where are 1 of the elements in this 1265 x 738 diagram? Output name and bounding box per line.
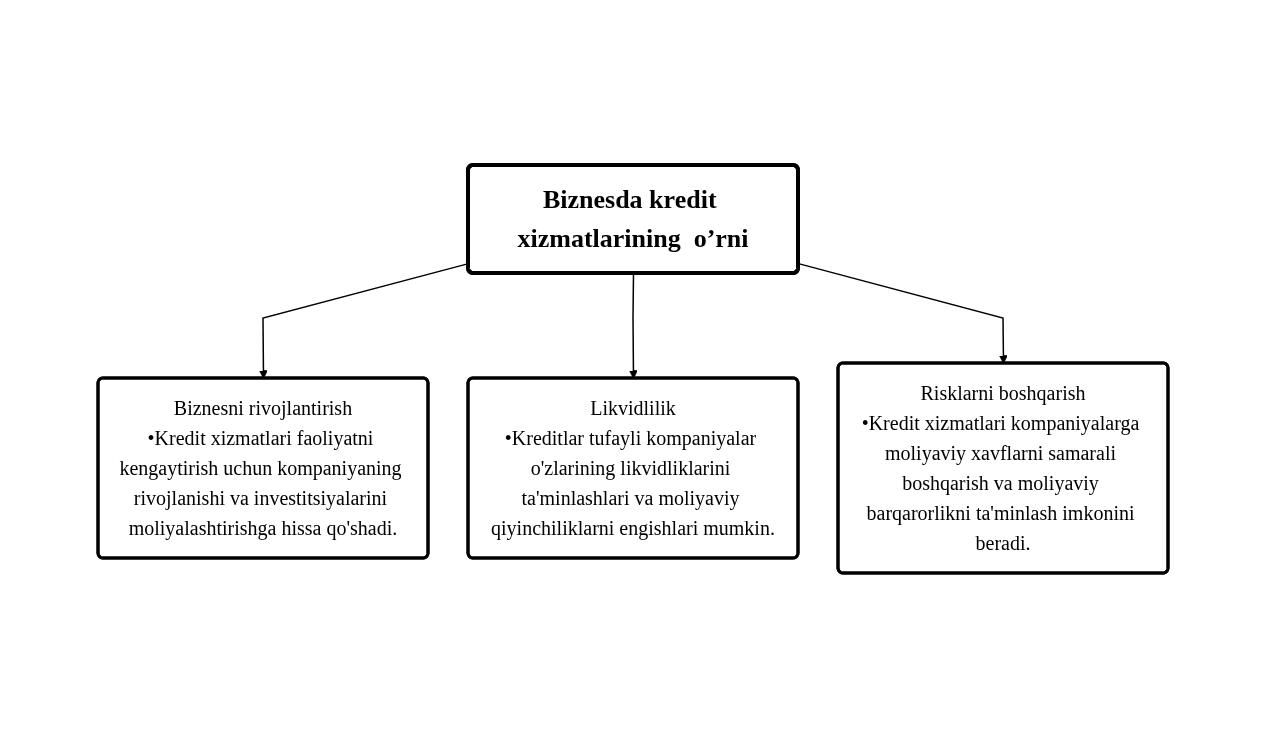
node-text: Biznesda kredit xizmatlarining o’rni bbox=[516, 185, 749, 253]
